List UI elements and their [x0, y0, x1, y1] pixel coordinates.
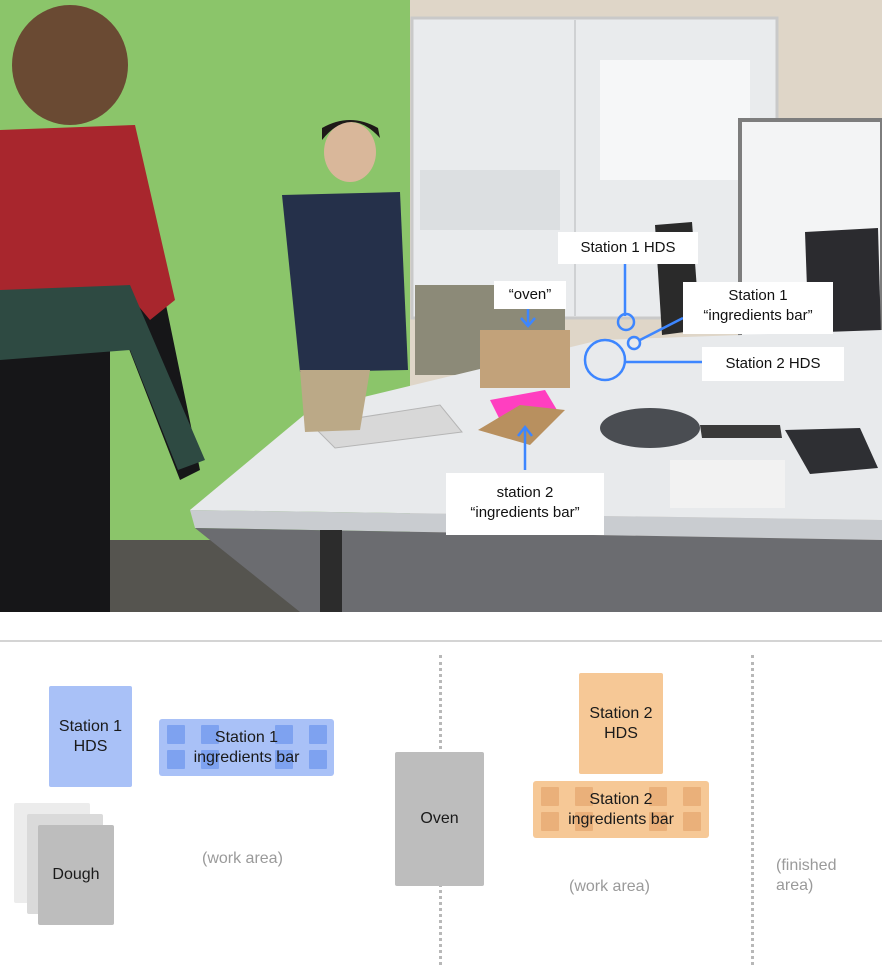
dough-box: Dough — [38, 825, 114, 925]
callout-station1-bar-line1: Station 1 — [728, 287, 788, 304]
conference-speaker — [600, 408, 700, 448]
station1-hds-line2: HDS — [73, 737, 108, 755]
callout-station2-hds-text: Station 2 HDS — [725, 355, 821, 372]
callout-station2-bar-line2: “ingredients bar” — [470, 504, 580, 521]
man-figure — [282, 120, 408, 432]
woman-figure — [0, 5, 205, 612]
callout-station2-ingredients-bar: station 2 “ingredients bar” — [446, 473, 604, 535]
callout-oven-text: “oven” — [508, 286, 552, 303]
station2-bar-line1: Station 2 — [589, 790, 653, 808]
callout-station1-bar-line2: “ingredients bar” — [703, 307, 813, 324]
cardboard-tray — [478, 405, 565, 445]
callout-annotations — [517, 262, 702, 470]
station1-bar-line1: Station 1 — [214, 728, 279, 746]
oven-box-diagram: Oven — [395, 752, 484, 886]
station1-ingredients-bar: Station 1 ingredients bar — [159, 719, 334, 776]
window-blinds — [410, 16, 779, 320]
work-area-1-label: (work area) — [202, 850, 283, 867]
white-binder — [310, 404, 463, 449]
keyboard — [785, 428, 878, 474]
laptop — [700, 425, 782, 438]
oven-box — [480, 330, 570, 388]
finished-line1: (finished — [776, 857, 837, 874]
callout-station2-bar-line1: station 2 — [496, 484, 554, 501]
work-area-2-label: (work area) — [569, 878, 650, 895]
station1-hds-box: Station 1 HDS — [49, 686, 132, 787]
station2-hds-box: Station 2 HDS — [579, 673, 663, 774]
paper-sheet — [670, 460, 785, 508]
callout-station2-hds: Station 2 HDS — [702, 347, 844, 381]
callout-station1-ingredients-bar: Station 1 “ingredients bar” — [683, 282, 833, 334]
station2-hds-line2: HDS — [604, 724, 638, 742]
station2-ingredients-bar: Station 2 ingredients bar — [533, 781, 709, 838]
dough-label: Dough — [52, 866, 100, 883]
callout-station1-hds: Station 1 HDS — [558, 232, 698, 264]
station1-bar-line2: ingredients bar — [193, 748, 300, 766]
station2-hds-line1: Station 2 — [589, 704, 653, 722]
callout-station1-hds-text: Station 1 HDS — [580, 239, 676, 256]
station2-bar-line2: ingredients bar — [568, 810, 674, 828]
zone-divider-right — [751, 655, 754, 965]
callout-oven: “oven” — [494, 281, 566, 309]
oven-label: Oven — [420, 810, 459, 827]
finished-area-label: (finished area) — [776, 856, 836, 896]
section-divider — [0, 640, 882, 642]
finished-line2: area) — [776, 877, 814, 894]
station1-hds-line1: Station 1 — [58, 717, 123, 735]
